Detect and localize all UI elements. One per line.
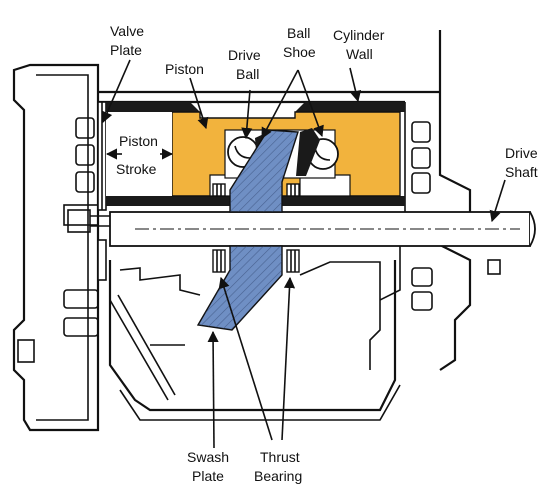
- drive-shaft: [67, 209, 536, 275]
- label-piston: Piston: [165, 61, 204, 77]
- right-ports: [411, 121, 433, 311]
- swash-plate: [196, 129, 299, 331]
- label-drive-shaft-2: Shaft: [505, 164, 538, 180]
- label-piston-stroke-1: Piston: [119, 133, 158, 149]
- label-swash-plate-2: Plate: [192, 468, 224, 484]
- label-ball-shoe-2: Shoe: [283, 44, 316, 60]
- label-valve-plate-1: Valve: [110, 23, 144, 39]
- label-cylinder-wall-2: Wall: [346, 46, 373, 62]
- label-thrust-bearing-2: Bearing: [254, 468, 302, 484]
- label-cylinder-wall-1: Cylinder: [333, 27, 385, 43]
- thrust-bearings: [212, 183, 300, 273]
- label-swash-plate-1: Swash: [187, 449, 229, 465]
- leader-lines: [101, 59, 506, 449]
- label-drive-ball-1: Drive: [228, 47, 261, 63]
- valve-plate: [97, 101, 107, 281]
- label-thrust-bearing-1: Thrust: [260, 449, 300, 465]
- label-valve-plate-2: Plate: [110, 42, 142, 58]
- label-drive-shaft-1: Drive: [505, 145, 538, 161]
- label-piston-stroke-2: Stroke: [116, 161, 157, 177]
- labels: Valve Plate Piston Drive Ball Ball Shoe …: [110, 23, 538, 484]
- label-drive-ball-2: Ball: [236, 66, 259, 82]
- valve-plate-ports: [63, 117, 99, 337]
- label-ball-shoe-1: Ball: [287, 25, 310, 41]
